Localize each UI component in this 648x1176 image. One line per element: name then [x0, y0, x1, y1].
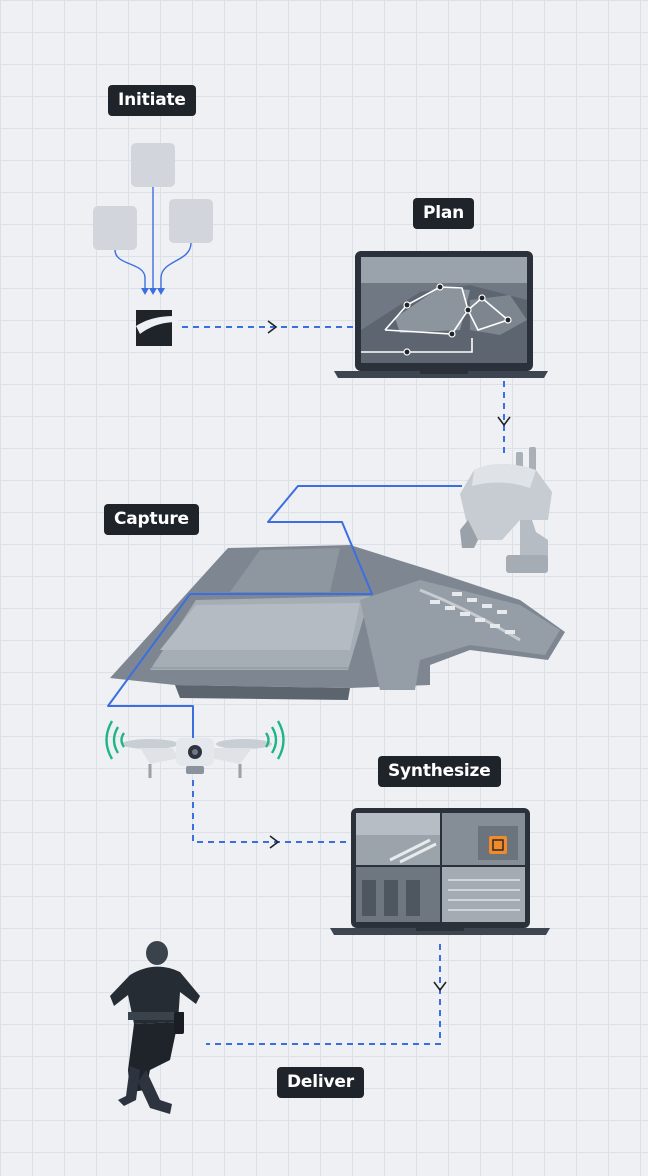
source-box — [169, 199, 213, 243]
drone-icon — [122, 738, 272, 778]
step-label-plan: Plan — [413, 198, 475, 229]
logo-mark-icon — [136, 310, 178, 346]
step-label-deliver: Deliver — [277, 1067, 364, 1098]
responder-icon — [110, 941, 200, 1114]
flow-capture-to-synthesize — [192, 780, 354, 849]
flight-path-line — [107, 485, 462, 740]
aerial-site-image — [110, 545, 565, 700]
flow-initiate-to-plan — [182, 320, 356, 334]
flow-synthesize-to-deliver — [206, 944, 447, 1045]
plan-laptop-icon — [334, 251, 548, 378]
flow-plan-to-capture — [497, 381, 511, 458]
synthesize-laptop-icon — [330, 808, 550, 935]
step-label-capture: Capture — [104, 504, 199, 535]
source-box — [131, 143, 175, 187]
signal-left-icon — [105, 720, 126, 760]
signal-right-icon — [264, 720, 285, 760]
remote-controller-icon — [460, 447, 552, 573]
step-label-synthesize: Synthesize — [378, 756, 501, 787]
initiate-sources — [93, 143, 213, 295]
source-box — [93, 206, 137, 250]
step-label-initiate: Initiate — [108, 85, 196, 116]
